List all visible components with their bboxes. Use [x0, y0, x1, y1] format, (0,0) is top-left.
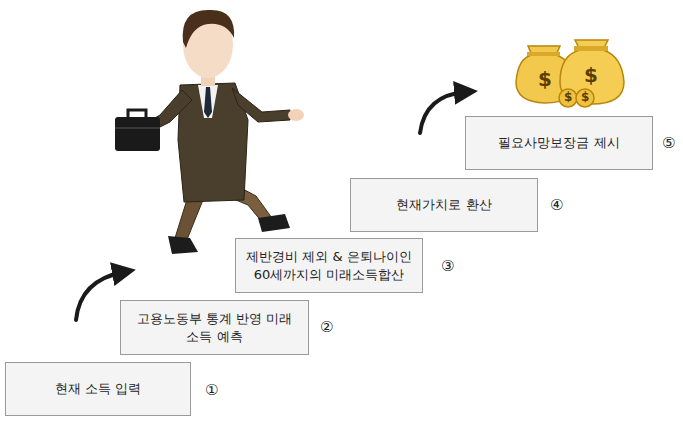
curved-arrow — [420, 92, 466, 133]
step-text: 고용노동부 통계 반영 미래 소득 예측 — [129, 310, 300, 345]
step-text: 필요사망보장금 제시 — [498, 134, 619, 152]
coin-dollar-sign: $ — [581, 90, 589, 104]
dollar-sign: $ — [538, 67, 552, 91]
callout-number: ③ — [441, 257, 454, 275]
step-box: 고용노동부 통계 반영 미래 소득 예측 — [120, 300, 309, 355]
dollar-sign: $ — [584, 63, 598, 87]
callout-number: ② — [320, 318, 333, 336]
callout-number: ① — [205, 381, 218, 399]
step-box: 필요사망보장금 제시 — [465, 116, 653, 170]
businessman — [115, 10, 304, 254]
money-bags — [516, 40, 624, 107]
callout-number: ④ — [550, 196, 563, 214]
coin-dollar-sign: $ — [564, 90, 572, 104]
step-box: 현재 소득 입력 — [5, 362, 191, 416]
curved-arrow — [76, 272, 124, 320]
step-text: 제반경비 제외 & 은퇴나이인 60세까지의 미래소득합산 — [244, 248, 414, 283]
step-box: 제반경비 제외 & 은퇴나이인 60세까지의 미래소득합산 — [235, 238, 423, 293]
step-text: 현재 소득 입력 — [55, 380, 141, 398]
step-box: 현재가치로 환산 — [350, 178, 538, 232]
step-text: 현재가치로 환산 — [396, 196, 491, 214]
callout-number: ⑤ — [662, 134, 675, 152]
